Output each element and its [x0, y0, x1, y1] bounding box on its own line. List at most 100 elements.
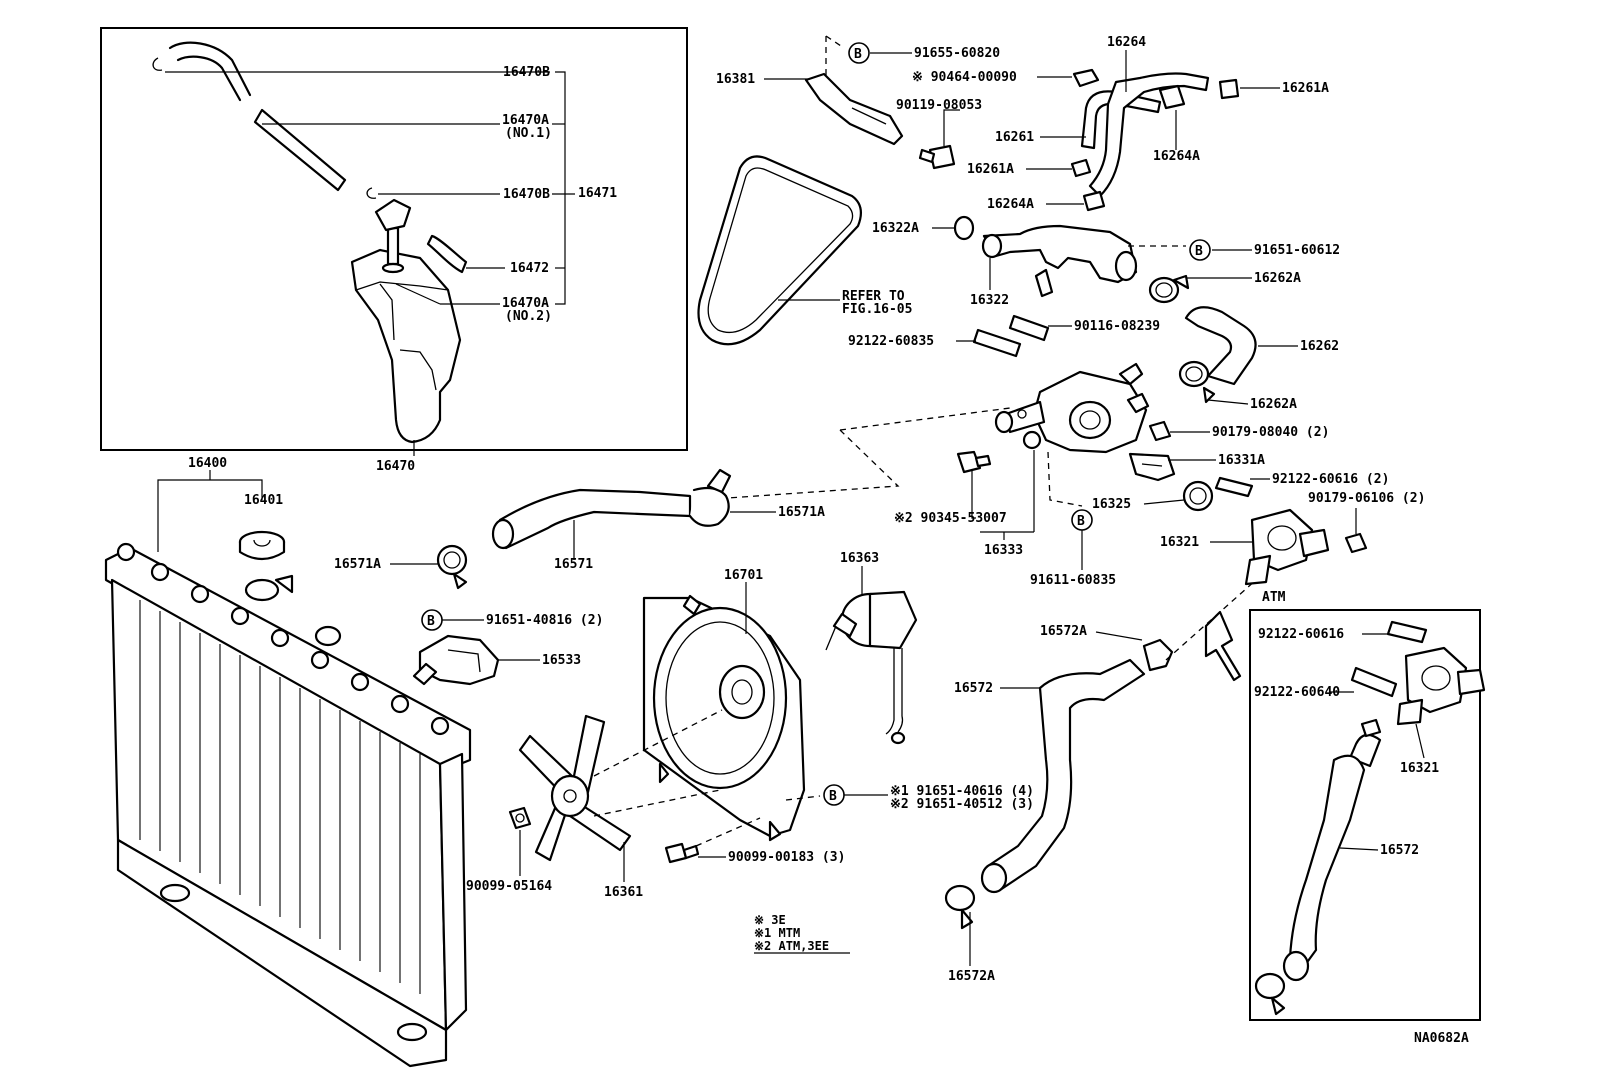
label-16533: 16533 [542, 653, 581, 668]
label-90464-00090: ※ 90464-00090 [912, 70, 1017, 85]
reservoir-tank-shape [350, 248, 462, 444]
plug-90345 [956, 450, 992, 474]
label-16471: 16471 [578, 186, 617, 201]
lower-hose-16572 [944, 638, 1174, 930]
label-16470: 16470 [376, 459, 415, 474]
label-91651-40616: ※1 91651-40616 (4) [890, 784, 1034, 799]
clamp-16262A-a [1148, 274, 1190, 304]
label-16470B-b: 16470B [503, 187, 550, 202]
label-16470A-1: 16470A [502, 113, 549, 128]
fan-motor-16363 [825, 590, 918, 745]
bracket-16533 [412, 634, 500, 686]
label-16262A-b: 16262A [1250, 397, 1297, 412]
label-16571: 16571 [554, 557, 593, 572]
clamp-16571A-b [436, 544, 468, 590]
label-16264A-b: 16264A [987, 197, 1034, 212]
label-16470B-a: 16470B [503, 65, 550, 80]
callout-b-4-letter: B [829, 789, 837, 804]
label-91655-60820: 91655-60820 [914, 46, 1000, 61]
label-16572A-b: 16572A [948, 969, 995, 984]
water-outlet-16322 [953, 215, 1138, 298]
label-90116-08239: 90116-08239 [1074, 319, 1160, 334]
atm-inset [1204, 609, 1486, 1021]
label-90345-53007: ※2 90345-53007 [894, 511, 1007, 526]
cap-90179-08040 [1148, 420, 1172, 442]
nut-90099-05164 [508, 806, 532, 830]
label-16381: 16381 [716, 72, 755, 87]
label-16333: 16333 [984, 543, 1023, 558]
label-16572-a: 16572 [954, 681, 993, 696]
label-90099-05164: 90099-05164 [466, 879, 552, 894]
callout-b-2 [1189, 239, 1211, 261]
water-inlet-16321 [1244, 508, 1330, 586]
refer-to-line2: FIG.16-05 [842, 302, 912, 317]
callout-b-3-letter: B [1077, 514, 1085, 529]
label-90119-08053: 90119-08053 [896, 98, 982, 113]
label-16400: 16400 [188, 456, 227, 471]
label-16363: 16363 [840, 551, 879, 566]
refer-to-line1: REFER TO [842, 289, 905, 304]
bolt-90099-00183 [664, 842, 700, 864]
label-16571A-b: 16571A [334, 557, 381, 572]
studs [972, 314, 1050, 358]
callout-b-5-letter: B [427, 614, 435, 629]
label-91651-60612: 91651-60612 [1254, 243, 1340, 258]
label-16262: 16262 [1300, 339, 1339, 354]
note-atm-3ee: ※2 ATM,3EE [754, 939, 829, 953]
note-mtm: ※1 MTM [754, 926, 800, 940]
callout-b-1 [848, 42, 870, 64]
thermostat-16331A [1128, 452, 1176, 482]
label-92122-60640: 92122-60640 [1254, 685, 1340, 700]
label-90099-00183: 90099-00183 (3) [728, 850, 845, 865]
callout-b-1-letter: B [854, 47, 862, 62]
nut-90179-06106 [1344, 532, 1368, 554]
label-16322A: 16322A [872, 221, 919, 236]
drive-belt [697, 155, 863, 346]
label-16701: 16701 [724, 568, 763, 583]
label-16261: 16261 [995, 130, 1034, 145]
callout-b-2-letter: B [1195, 244, 1203, 259]
hose-16262 [1178, 306, 1257, 404]
bypass-hoses [1070, 68, 1240, 212]
label-16470A-2-sub: (NO.2) [505, 309, 552, 324]
label-91611-60835: 91611-60835 [1030, 573, 1116, 588]
label-16262A-a: 16262A [1254, 271, 1301, 286]
label-16470A-1-sub: (NO.1) [505, 126, 552, 141]
label-16264A-a: 16264A [1153, 149, 1200, 164]
label-16322: 16322 [970, 293, 1009, 308]
label-16261A-a: 16261A [1282, 81, 1329, 96]
label-16361: 16361 [604, 885, 643, 900]
upper-hose-16571 [491, 468, 732, 550]
bolt-90119 [918, 144, 956, 170]
stud-92122 [1214, 476, 1254, 498]
label-90179-06106: 90179-06106 (2) [1308, 491, 1425, 506]
label-16261A-b: 16261A [967, 162, 1014, 177]
atm-label: ATM [1262, 590, 1286, 605]
label-16321-b: 16321 [1400, 761, 1439, 776]
label-92122-60616: 92122-60616 [1258, 627, 1344, 642]
callout-b-5 [421, 609, 443, 631]
label-16571A-a: 16571A [778, 505, 825, 520]
bracket-16381 [804, 35, 904, 146]
label-16264: 16264 [1107, 35, 1146, 50]
radiator-fins [139, 600, 421, 994]
reservoir-inset [100, 27, 688, 456]
fan-blade-16361 [518, 714, 632, 862]
label-16321-a: 16321 [1160, 535, 1199, 550]
label-91651-40512: ※2 91651-40512 (3) [890, 797, 1034, 812]
label-16470A-2: 16470A [502, 296, 549, 311]
label-92122-60616-2: 92122-60616 (2) [1272, 472, 1389, 487]
diagram-id: NA0682A [1414, 1031, 1469, 1046]
label-16572-b: 16572 [1380, 843, 1419, 858]
radiator-cap [238, 530, 286, 561]
label-91651-40816: 91651-40816 (2) [486, 613, 603, 628]
label-16331A: 16331A [1218, 453, 1265, 468]
label-92122-60835: 92122-60835 [848, 334, 934, 349]
label-90179-08040: 90179-08040 (2) [1212, 425, 1329, 440]
label-16401: 16401 [244, 493, 283, 508]
label-16472: 16472 [510, 261, 549, 276]
gasket-16325 [1182, 480, 1214, 512]
note-3e: ※ 3E [754, 913, 786, 927]
water-inlet-housing [994, 362, 1150, 454]
